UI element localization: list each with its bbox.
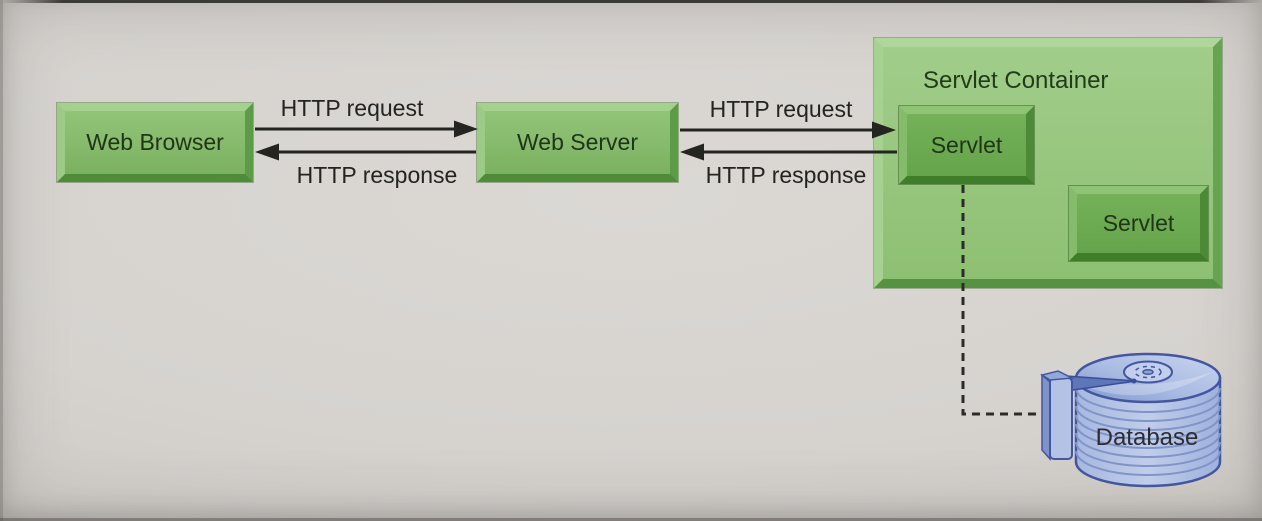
top-edge-line: [0, 0, 1262, 3]
web-server-label: Web Server: [516, 129, 638, 155]
disk-body: [1074, 376, 1222, 488]
disk-sheen: [1084, 372, 1212, 396]
database-label: Database: [1095, 424, 1199, 451]
http-response-label-1: HTTP response: [296, 162, 458, 188]
database-icon: [1040, 352, 1222, 488]
servlet-node-2: Servlet: [1069, 186, 1208, 261]
http-request-label-2: HTTP request: [709, 96, 853, 122]
http-request-arrow-server-servlet: [680, 121, 896, 139]
disk-hub: [1123, 360, 1173, 384]
disk-ribs: [1075, 387, 1221, 476]
http-response-arrow-servlet-server: [680, 143, 897, 161]
servlet-node-1: Servlet: [899, 106, 1034, 184]
http-request-label-1: HTTP request: [280, 95, 424, 121]
http-response-arrow-server-browser: [255, 143, 476, 161]
spindle-bracket: [1040, 370, 1075, 461]
right-arrowhead-icon: [454, 120, 478, 138]
http-request-arrow-browser-server: [255, 120, 478, 138]
web-browser-node: Web Browser: [57, 103, 253, 182]
left-arrowhead-icon: [680, 143, 704, 161]
web-server-node: Web Server: [477, 103, 678, 182]
servlet-node-1-label: Servlet: [930, 131, 1003, 158]
bottom-edge-line: [0, 518, 1262, 521]
servlet-container: Servlet Container Servlet Servlet: [874, 38, 1222, 288]
servlet-node-2-label: Servlet: [1102, 210, 1175, 236]
left-edge-line: [0, 0, 3, 521]
http-response-label-2: HTTP response: [705, 162, 867, 188]
servlet-container-title: Servlet Container: [923, 67, 1109, 94]
web-browser-label: Web Browser: [86, 129, 224, 155]
left-arrowhead-icon: [255, 143, 279, 161]
